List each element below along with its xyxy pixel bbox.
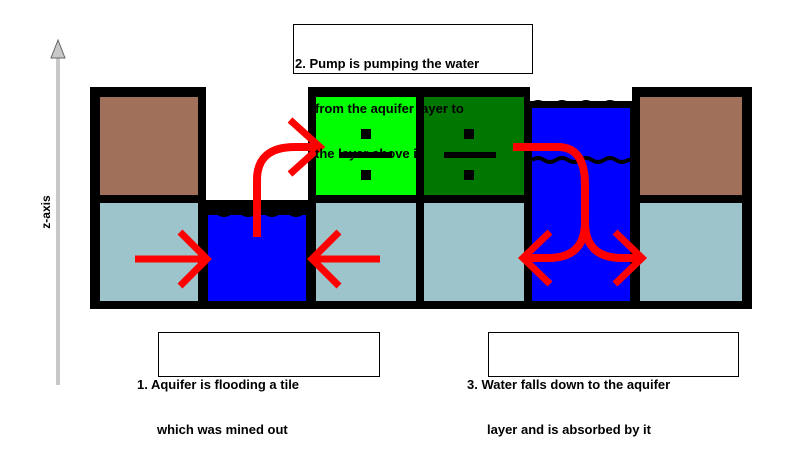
caption-falls-line-2: layer and is absorbed by it bbox=[487, 422, 651, 437]
z-axis-label: z-axis bbox=[39, 195, 53, 229]
wave-top-water bbox=[530, 100, 630, 108]
diagram-canvas bbox=[50, 38, 752, 385]
caption-falls-line-1: 3. Water falls down to the aquifer bbox=[467, 377, 671, 392]
aquifer-tile-3 bbox=[424, 203, 524, 301]
z-axis bbox=[50, 38, 66, 385]
aquifer-tile-4 bbox=[640, 203, 742, 301]
water-notch bbox=[530, 87, 632, 101]
dirt-tile-right bbox=[640, 97, 742, 195]
dirt-tile-left bbox=[100, 97, 198, 195]
caption-falls: 3. Water falls down to the aquifer layer… bbox=[467, 332, 739, 437]
division-icon bbox=[340, 129, 392, 180]
caption-aquifer-line-1: 1. Aquifer is flooding a tile bbox=[137, 377, 300, 392]
division-icon bbox=[444, 129, 496, 180]
caption-pump-line-2: from the aquifer layer to bbox=[315, 101, 464, 116]
aquifer-tile-2 bbox=[316, 203, 416, 301]
arrow-icon bbox=[253, 117, 326, 237]
caption-aquifer-line-2: which was mined out bbox=[157, 422, 288, 437]
arrow-icon bbox=[307, 229, 380, 289]
caption-aquifer: 1. Aquifer is flooding a tile which was … bbox=[137, 332, 380, 437]
arrow-icon bbox=[513, 143, 648, 287]
caption-pump-line-3: the layer above it bbox=[315, 146, 422, 161]
caption-pump-line-1: 2. Pump is pumping the water bbox=[295, 56, 480, 71]
caption-pump: 2. Pump is pumping the water from the aq… bbox=[293, 24, 533, 161]
arrow-icon bbox=[135, 229, 212, 289]
